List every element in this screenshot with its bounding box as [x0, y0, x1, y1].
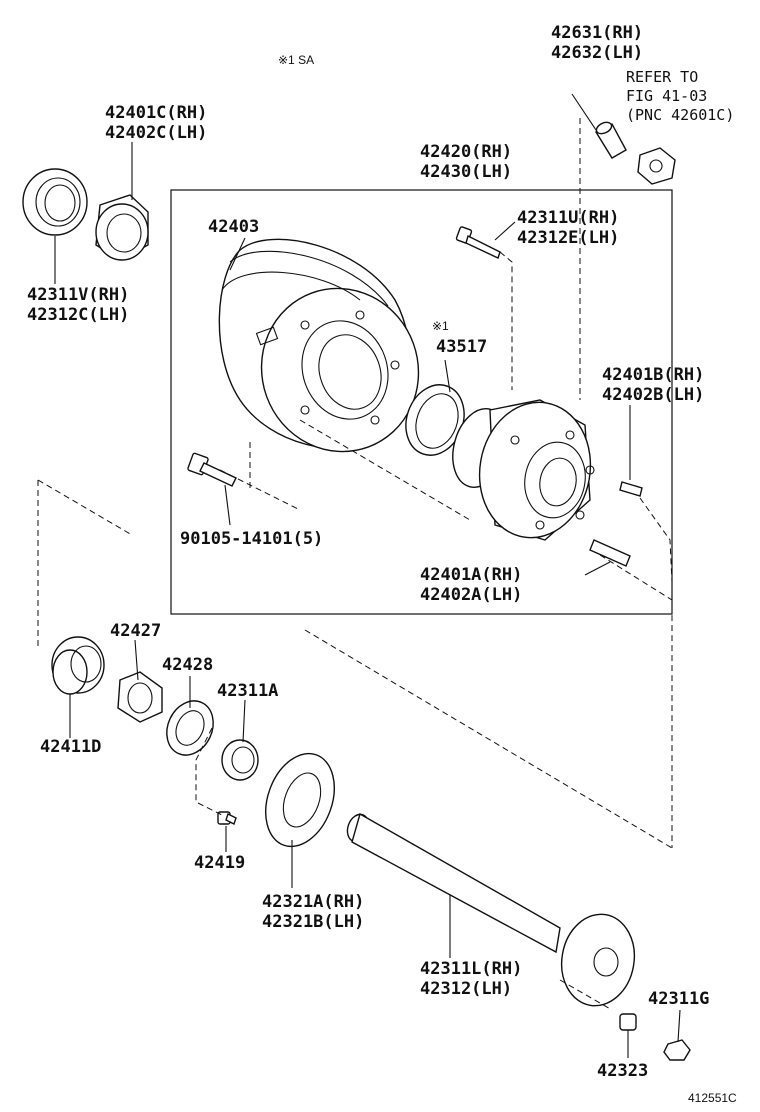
label-42419: 42419	[194, 853, 245, 873]
hub-bolt-42631	[595, 121, 627, 159]
label-42311l: 42311L(RH)	[420, 959, 522, 979]
label-90105: 90105-14101(5)	[180, 529, 323, 549]
label-42311g: 42311G	[648, 989, 709, 1009]
label-42312c: 42312C(LH)	[27, 305, 129, 325]
brake-drum-42403	[218, 238, 420, 453]
label-42632: 42632(LH)	[551, 43, 643, 63]
label-42311u: 42311U(RH)	[517, 208, 619, 228]
label-42311a: 42311A	[217, 681, 278, 701]
label-42401c: 42401C(RH)	[105, 103, 207, 123]
label-42401b: 42401B(RH)	[602, 365, 704, 385]
oil-seal-42311a	[221, 739, 259, 781]
label-42402b: 42402B(LH)	[602, 385, 704, 405]
note-sa: ※1 SA	[278, 53, 314, 67]
bolt-90105	[187, 452, 237, 487]
stud-bolt-42401a	[589, 539, 631, 567]
label-42631: 42631(RH)	[551, 23, 643, 43]
plate-42428	[166, 700, 214, 756]
label-42411d: 42411D	[40, 737, 101, 757]
label-42402c: 42402C(LH)	[105, 123, 207, 143]
hub-bolt-42311u	[455, 226, 501, 259]
refer-line-2: FIG 41-03	[626, 87, 707, 105]
note-1: ※1	[432, 319, 449, 333]
label-42323: 42323	[597, 1061, 648, 1081]
label-43517: 43517	[436, 337, 487, 357]
label-42321b: 42321B(LH)	[262, 912, 364, 932]
washer-42323	[619, 1013, 637, 1031]
figure-id: 412551C	[688, 1091, 737, 1105]
sensor-rotor-43517	[405, 384, 465, 456]
label-42420: 42420(RH)	[420, 142, 512, 162]
bearing-retainer-42427	[117, 671, 163, 723]
label-42430: 42430(LH)	[420, 162, 512, 182]
refer-line-3: (PNC 42601C)	[626, 106, 734, 124]
label-42402a: 42402A(LH)	[420, 585, 522, 605]
label-42312: 42312(LH)	[420, 979, 512, 999]
label-42427: 42427	[110, 621, 161, 641]
nut-42311g	[663, 1039, 691, 1061]
label-42401a: 42401A(RH)	[420, 565, 522, 585]
stud-bolt-42401b	[619, 481, 643, 497]
label-42428: 42428	[162, 655, 213, 675]
assembly-center-lines	[37, 118, 673, 1011]
gasket-42321	[265, 752, 335, 848]
oil-seal-42311v	[22, 168, 88, 236]
part-labels: ※1 SA 42631(RH) 42632(LH) REFER TO FIG 4…	[27, 23, 737, 1105]
axle-hub	[452, 399, 595, 541]
bearing-42401c	[95, 194, 149, 261]
hub-nut	[637, 147, 676, 185]
refer-line-1: REFER TO	[626, 68, 698, 86]
hub-assembly-frame	[170, 189, 673, 615]
bearing-42411d	[51, 636, 105, 695]
label-42321a: 42321A(RH)	[262, 892, 364, 912]
label-42312e: 42312E(LH)	[517, 228, 619, 248]
label-42403: 42403	[208, 217, 259, 237]
leader-lines	[54, 93, 681, 1058]
label-42311v: 42311V(RH)	[27, 285, 129, 305]
axle-shaft-42311l	[346, 812, 636, 1007]
